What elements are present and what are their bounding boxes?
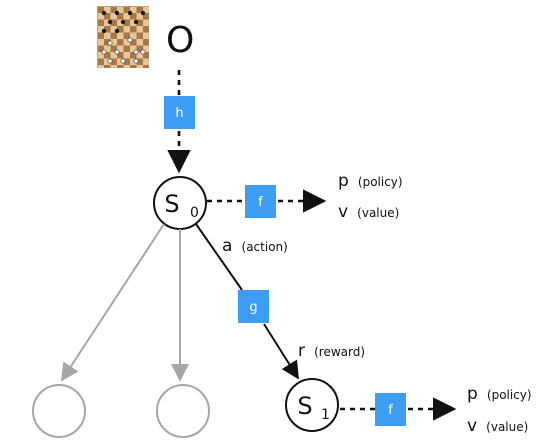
function-box-g: g xyxy=(238,290,269,323)
svg-text:S: S xyxy=(164,190,179,218)
state-label-s0: S xyxy=(164,190,179,218)
child-node-empty-middle xyxy=(156,384,210,438)
svg-text:p (policy): p (policy) xyxy=(467,384,532,404)
state-label-s1: S xyxy=(297,392,312,420)
reward-text: (reward) xyxy=(314,345,365,359)
function-box-f-s0: f xyxy=(245,185,276,218)
function-box-f-s1: f xyxy=(375,393,406,426)
state-subscript-s1: 1 xyxy=(321,407,330,423)
chessboard-icon xyxy=(97,6,149,68)
observation-label: O xyxy=(166,20,194,61)
function-label-g: g xyxy=(249,300,257,315)
action-symbol: a xyxy=(222,236,232,256)
function-box-h: h xyxy=(164,96,195,129)
branch-edge-left xyxy=(61,223,165,382)
child-node-empty-left xyxy=(32,384,86,438)
svg-text:v (value): v (value) xyxy=(467,416,528,436)
svg-text:a (action): a (action) xyxy=(222,236,288,256)
action-edge-lower xyxy=(263,323,299,380)
function-label-f-s1: f xyxy=(388,403,393,418)
policy-text-s1: (policy) xyxy=(487,388,532,402)
value-symbol-s1: v xyxy=(467,416,477,436)
policy-text-s0: (policy) xyxy=(358,175,403,189)
policy-symbol-s0: p xyxy=(338,171,349,191)
policy-symbol-s1: p xyxy=(467,384,478,404)
svg-text:r (reward): r (reward) xyxy=(298,341,365,361)
svg-text:S: S xyxy=(297,392,312,420)
state-node-s0: S 0 xyxy=(153,176,207,230)
action-text: (action) xyxy=(242,240,288,254)
reward-symbol: r xyxy=(298,341,305,361)
svg-text:v (value): v (value) xyxy=(338,202,399,222)
function-label-h: h xyxy=(175,106,183,121)
value-text-s0: (value) xyxy=(357,206,399,220)
value-text-s1: (value) xyxy=(486,420,528,434)
value-symbol-s0: v xyxy=(338,202,348,222)
action-edge-upper xyxy=(195,223,243,291)
state-subscript-s0: 0 xyxy=(190,205,199,221)
svg-text:p (policy): p (policy) xyxy=(338,171,403,191)
state-node-s1: S 1 xyxy=(285,378,339,432)
function-label-f-s0: f xyxy=(258,195,263,210)
